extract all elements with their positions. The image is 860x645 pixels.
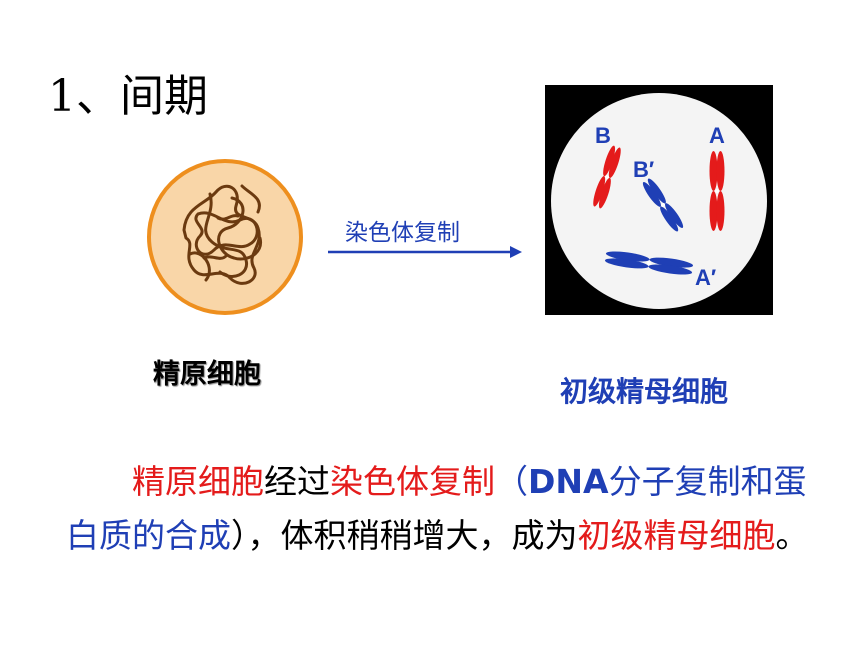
label-b: B <box>595 123 611 148</box>
slide-title: 1、间期 <box>48 71 208 122</box>
term-primary-spermatocyte: 初级精母细胞 <box>577 516 776 555</box>
term-chromosome-replication: 染色体复制 <box>330 462 495 501</box>
chromosome-a-red <box>709 151 725 231</box>
chromosome-b-red <box>593 145 621 209</box>
replication-arrow-label: 染色体复制 <box>345 220 460 246</box>
text-period: 。 <box>775 516 809 555</box>
label-a: A <box>709 123 725 148</box>
primary-spermatocyte-panel: B B′ A A′ <box>545 85 773 315</box>
text-dna-protein: 分子复制和蛋白质的合成 <box>66 462 807 555</box>
spermatogonium-cell <box>147 159 303 315</box>
description-paragraph: 精原细胞经过染色体复制（DNA分子复制和蛋白质的合成），体积稍稍增大，成为初级精… <box>66 455 826 563</box>
text-passes: 经过 <box>264 462 330 501</box>
label-a-prime: A′ <box>695 265 716 290</box>
term-dna: DNA <box>528 462 609 501</box>
chromosome-a-prime-blue <box>604 251 694 275</box>
label-b-prime: B′ <box>633 157 654 182</box>
replication-arrow <box>328 246 522 258</box>
spermatogonium-label: 精原细胞 <box>153 359 261 390</box>
term-spermatogonium: 精原细胞 <box>132 462 264 501</box>
primary-spermatocyte-label: 初级精母细胞 <box>560 375 729 408</box>
text-open-paren: （ <box>495 462 528 501</box>
text-volume-increase: ），体积稍稍增大，成为 <box>231 516 578 555</box>
chromosome-b-prime-blue <box>642 178 684 232</box>
